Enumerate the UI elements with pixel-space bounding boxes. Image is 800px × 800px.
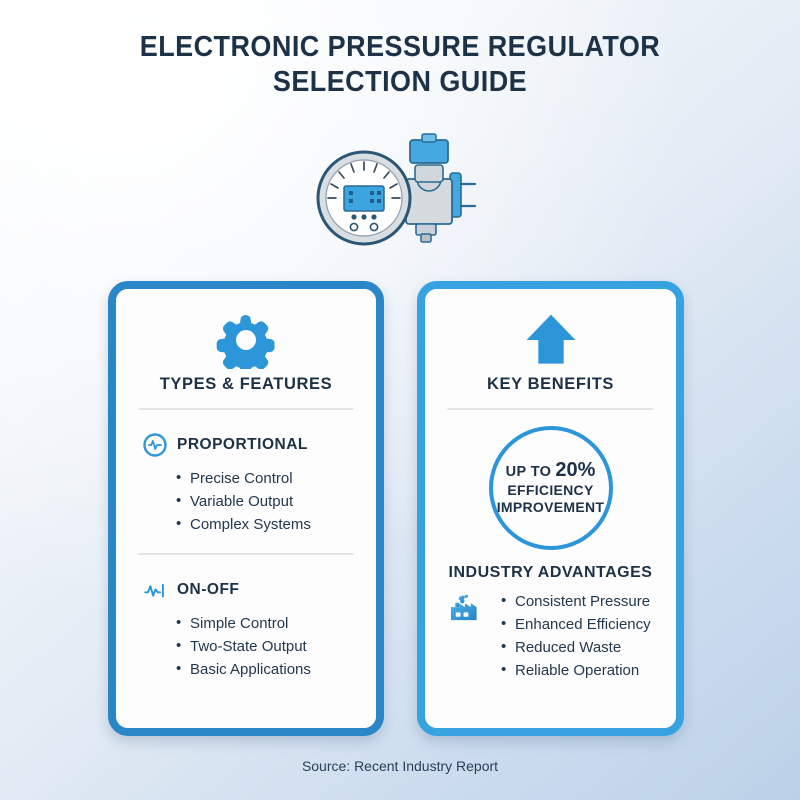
card-types-and-features: TYPES & FEATURES PROPORTIONAL Precise Co… bbox=[108, 281, 384, 736]
section-proportional-head: PROPORTIONAL bbox=[134, 432, 358, 458]
title-line-2: SELECTION GUIDE bbox=[272, 66, 528, 98]
industry-advantages-title: INDUSTRY ADVANTAGES bbox=[448, 564, 653, 581]
card-right-header-divider bbox=[447, 408, 654, 410]
waveform-circle-icon bbox=[143, 433, 167, 457]
page-title: ELECTRONIC PRESSURE REGULATOR SELECTION … bbox=[0, 30, 800, 100]
card-key-benefits: KEY BENEFITS UP TO 20% EFFICIENCY IMPROV… bbox=[417, 281, 684, 736]
card-right-inner: KEY BENEFITS UP TO 20% EFFICIENCY IMPROV… bbox=[425, 289, 676, 728]
card-left-header-divider bbox=[138, 408, 354, 410]
gear-icon bbox=[216, 315, 275, 369]
stat-line-3: IMPROVEMENT bbox=[496, 498, 605, 515]
section-on-off-title: ON-OFF bbox=[177, 581, 240, 598]
section-on-off-head: ON-OFF bbox=[134, 577, 358, 603]
industry-advantages-list: Consistent Pressure Enhanced Efficiency … bbox=[443, 589, 676, 682]
section-on-off: ON-OFF Simple Control Two-State Output B… bbox=[116, 577, 376, 681]
card-left-title: TYPES & FEATURES bbox=[159, 375, 333, 393]
pulse-line-icon bbox=[144, 583, 164, 598]
stat-prefix: UP TO bbox=[505, 463, 552, 480]
up-arrow-icon bbox=[526, 314, 575, 364]
list-item: Simple Control bbox=[176, 611, 358, 635]
stat-badge: UP TO 20% EFFICIENCY IMPROVEMENT bbox=[488, 426, 613, 550]
list-item: Enhanced Efficiency bbox=[501, 612, 676, 636]
section-proportional-title: PROPORTIONAL bbox=[177, 436, 308, 453]
source-note: Source: Recent Industry Report bbox=[301, 758, 499, 774]
list-item: Precise Control bbox=[176, 466, 358, 490]
stat-value: 20% bbox=[555, 458, 596, 481]
on-off-bullet-list: Simple Control Two-State Output Basic Ap… bbox=[134, 611, 358, 681]
list-item: Variable Output bbox=[176, 489, 358, 513]
proportional-bullet-list: Precise Control Variable Output Complex … bbox=[134, 466, 358, 536]
stat-text: UP TO 20% EFFICIENCY IMPROVEMENT bbox=[489, 426, 613, 550]
list-item: Complex Systems bbox=[176, 512, 358, 536]
list-item: Two-State Output bbox=[176, 634, 358, 658]
industry-advantages-body: Consistent Pressure Enhanced Efficiency … bbox=[425, 589, 676, 682]
factory-icon bbox=[450, 594, 477, 621]
stat-ring bbox=[488, 426, 613, 550]
card-left-section-divider bbox=[138, 553, 354, 555]
section-proportional: PROPORTIONAL Precise Control Variable Ou… bbox=[116, 432, 376, 536]
stat-line-1: UP TO 20% bbox=[505, 458, 596, 482]
title-line-1: ELECTRONIC PRESSURE REGULATOR bbox=[139, 31, 661, 63]
pressure-gauge-valve-icon bbox=[316, 133, 477, 246]
card-right-title: KEY BENEFITS bbox=[486, 375, 614, 393]
list-item: Reduced Waste bbox=[501, 635, 676, 659]
list-item: Basic Applications bbox=[176, 657, 358, 681]
list-item: Reliable Operation bbox=[501, 658, 676, 682]
card-left-inner: TYPES & FEATURES PROPORTIONAL Precise Co… bbox=[116, 289, 376, 728]
list-item: Consistent Pressure bbox=[501, 589, 676, 613]
stat-line-2: EFFICIENCY bbox=[507, 481, 594, 498]
